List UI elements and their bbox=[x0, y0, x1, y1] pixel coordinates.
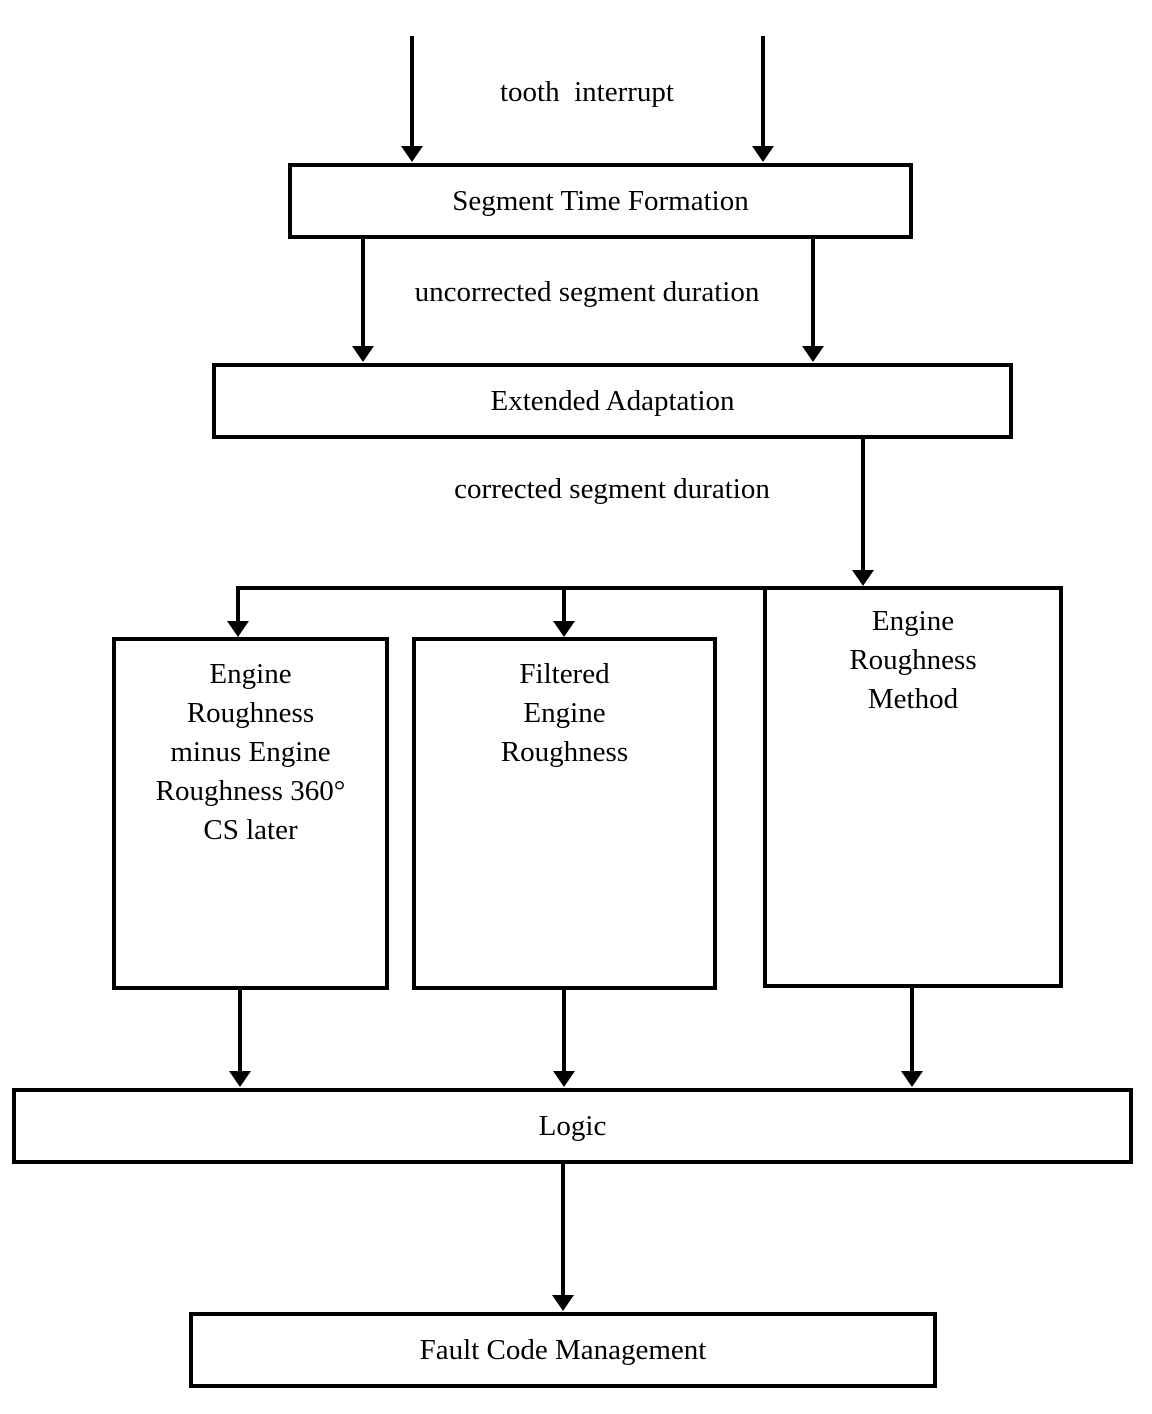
corrected-segment-duration-label: corrected segment duration bbox=[454, 473, 770, 505]
arrowhead-icon bbox=[352, 346, 374, 362]
arrow-shaft bbox=[236, 586, 240, 624]
arrow-shaft bbox=[562, 990, 566, 1074]
node-engine-roughness-minus: Engine Roughness minus Engine Roughness … bbox=[112, 637, 389, 990]
node-label: Segment Time Formation bbox=[452, 184, 749, 217]
down-arrow-branch-left bbox=[227, 586, 249, 637]
down-arrow-uncorrected-right bbox=[802, 238, 824, 362]
arrow-shaft bbox=[811, 238, 815, 349]
arrow-shaft bbox=[238, 990, 242, 1074]
node-label-line: Engine bbox=[523, 697, 606, 729]
node-label-line: Roughness 360° bbox=[155, 775, 346, 807]
arrowhead-icon bbox=[227, 621, 249, 637]
node-label: Fault Code Management bbox=[419, 1333, 707, 1366]
node-engine-roughness-method: Engine Roughness Method bbox=[763, 586, 1063, 988]
node-label-line: Roughness bbox=[849, 644, 977, 676]
arrowhead-icon bbox=[229, 1071, 251, 1087]
node-logic: Logic bbox=[12, 1088, 1133, 1164]
node-fault-code-management: Fault Code Management bbox=[189, 1312, 937, 1388]
tooth-interrupt-label: tooth interrupt bbox=[500, 76, 674, 108]
node-label: Logic bbox=[538, 1109, 607, 1142]
arrowhead-icon bbox=[852, 570, 874, 586]
arrow-shaft bbox=[910, 988, 914, 1074]
node-label-line: Roughness bbox=[186, 697, 315, 729]
arrow-shaft bbox=[861, 439, 865, 573]
node-label-line: Filtered bbox=[519, 658, 610, 690]
arrowhead-icon bbox=[901, 1071, 923, 1087]
arrow-shaft bbox=[562, 586, 566, 624]
node-segment-time-formation: Segment Time Formation bbox=[288, 163, 913, 239]
branch-connector-line bbox=[236, 586, 765, 590]
down-arrow-to-logic-middle bbox=[553, 990, 575, 1087]
down-arrow-to-logic-right bbox=[901, 988, 923, 1087]
arrowhead-icon bbox=[401, 146, 423, 162]
node-label-line: Engine bbox=[209, 658, 292, 690]
node-label-line: CS later bbox=[203, 814, 298, 846]
arrowhead-icon bbox=[553, 1071, 575, 1087]
arrow-shaft bbox=[410, 36, 414, 149]
arrow-shaft bbox=[561, 1164, 565, 1298]
node-label-line: Engine bbox=[871, 605, 955, 637]
down-arrow-tooth-right bbox=[752, 36, 774, 162]
node-label-line: Method bbox=[867, 683, 959, 715]
arrow-shaft bbox=[761, 36, 765, 149]
arrowhead-icon bbox=[553, 621, 575, 637]
node-label-line: minus Engine bbox=[170, 736, 331, 768]
down-arrow-to-fault-code bbox=[552, 1164, 574, 1311]
arrowhead-icon bbox=[752, 146, 774, 162]
down-arrow-branch-middle bbox=[553, 586, 575, 637]
down-arrow-uncorrected-left bbox=[352, 238, 374, 362]
down-arrow-corrected bbox=[852, 439, 874, 586]
arrowhead-icon bbox=[802, 346, 824, 362]
down-arrow-to-logic-left bbox=[229, 990, 251, 1087]
down-arrow-tooth-left bbox=[401, 36, 423, 162]
arrow-shaft bbox=[361, 238, 365, 349]
node-extended-adaptation: Extended Adaptation bbox=[212, 363, 1013, 439]
node-filtered-engine-roughness: Filtered Engine Roughness bbox=[412, 637, 717, 990]
node-label: Extended Adaptation bbox=[490, 384, 735, 417]
uncorrected-segment-duration-label: uncorrected segment duration bbox=[414, 276, 760, 308]
arrowhead-icon bbox=[552, 1295, 574, 1311]
node-label-line: Roughness bbox=[500, 736, 629, 768]
